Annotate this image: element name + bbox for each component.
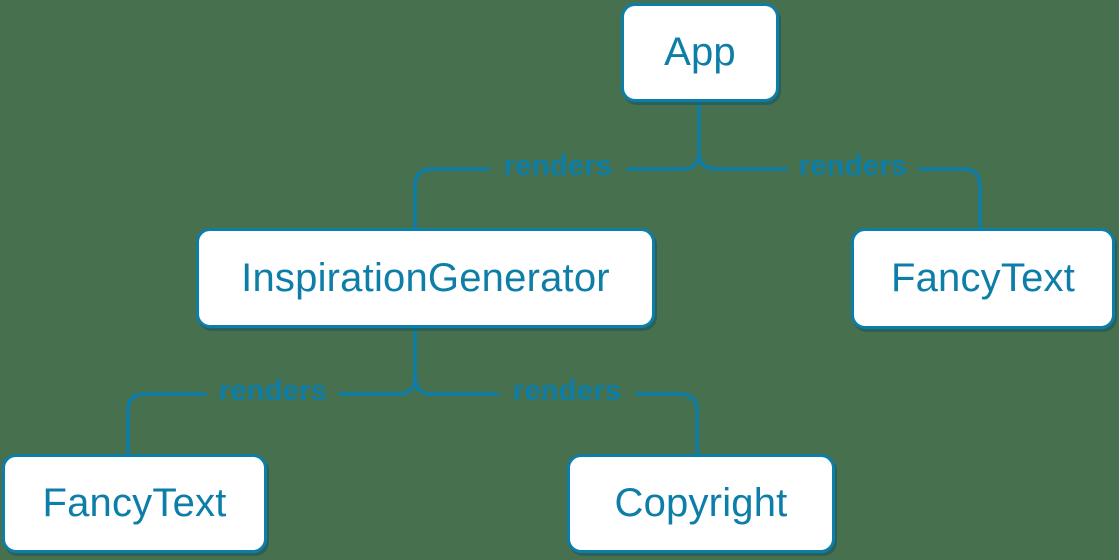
edge-inspirationgenerator-fancytext-left-segment	[126, 392, 207, 455]
edge-app-fancytext-left-segment	[697, 150, 788, 171]
tree-node-inspiration-generator-label: InspirationGenerator	[241, 255, 610, 300]
edge-inspirationgenerator-fancytext-right-segment	[338, 326, 417, 396]
edge-app-inspirationgenerator-left-segment	[413, 167, 490, 229]
tree-node-fancy-text-bottom: FancyText	[2, 454, 267, 553]
edge-label-app-inspirationgenerator: renders	[503, 150, 613, 183]
edge-inspirationgenerator-copyright-right-segment	[635, 392, 699, 455]
edge-label-inspirationgenerator-fancytext: renders	[218, 375, 328, 408]
tree-node-copyright: Copyright	[567, 454, 835, 553]
tree-node-fancy-text-top: FancyText	[851, 228, 1115, 329]
tree-node-app-label: App	[664, 30, 736, 74]
tree-node-fancy-text-bottom-label: FancyText	[42, 481, 227, 525]
edge-app-inspirationgenerator-right-segment	[626, 100, 701, 171]
edge-app-fancytext-right-segment	[918, 167, 982, 229]
tree-node-app: App	[621, 3, 779, 102]
tree-node-inspiration-generator: InspirationGenerator	[196, 228, 655, 328]
edge-inspirationgenerator-copyright-left-segment	[413, 375, 499, 396]
tree-node-fancy-text-top-label: FancyText	[890, 256, 1076, 300]
tree-node-copyright-label: Copyright	[614, 481, 788, 525]
edge-label-app-fancytext: renders	[798, 150, 908, 183]
edge-label-inspirationgenerator-copyright: renders	[512, 375, 622, 408]
